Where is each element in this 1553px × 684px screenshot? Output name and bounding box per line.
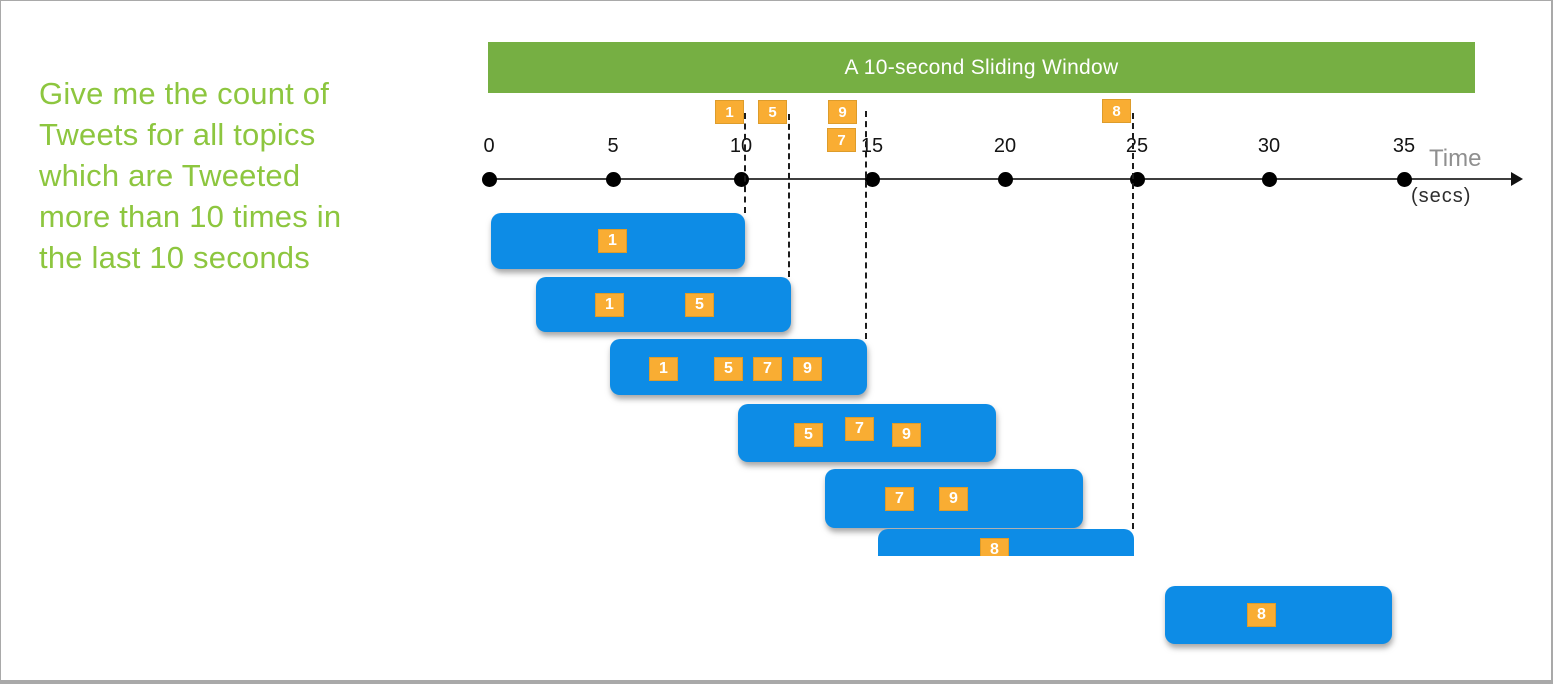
sliding-window-7: 8 xyxy=(1165,586,1392,644)
timeline-tick-label: 30 xyxy=(1257,135,1281,157)
sliding-window-banner: A 10-second Sliding Window xyxy=(488,42,1475,93)
timeline-tick-label: 35 xyxy=(1392,135,1416,157)
timeline-tick-label: 0 xyxy=(483,135,495,157)
event-dashed-line xyxy=(788,114,790,277)
window-event-9: 9 xyxy=(939,486,968,511)
window-event-8: 8 xyxy=(1247,603,1276,627)
timeline-dot xyxy=(865,172,880,187)
window-event-7: 7 xyxy=(845,417,874,441)
window-event-7: 7 xyxy=(885,486,914,511)
event-marker-1: 1 xyxy=(715,100,744,124)
secs-axis-label: (secs) xyxy=(1411,185,1472,207)
window-event-1: 1 xyxy=(598,229,627,253)
query-text: Give me the count of Tweets for all topi… xyxy=(39,76,342,275)
window-event-5: 5 xyxy=(714,357,743,381)
timeline-dot xyxy=(998,172,1013,187)
timeline-tick-label: 10 xyxy=(729,135,753,157)
event-dashed-line xyxy=(744,113,746,213)
timeline-dot xyxy=(1397,172,1412,187)
timeline-dot xyxy=(734,172,749,187)
time-axis-label: Time xyxy=(1429,145,1482,172)
timeline-tick-label: 25 xyxy=(1125,135,1149,157)
window-event-5: 5 xyxy=(685,292,714,317)
event-marker-8: 8 xyxy=(1102,99,1131,123)
event-marker-9: 9 xyxy=(828,100,857,124)
event-dashed-line xyxy=(865,111,867,339)
timeline-dot xyxy=(1262,172,1277,187)
event-dashed-line xyxy=(1132,113,1134,529)
timeline-dot xyxy=(606,172,621,187)
sliding-window-1: 1 xyxy=(491,213,745,269)
timeline-tick-label: 5 xyxy=(607,135,619,157)
timeline-dot xyxy=(482,172,497,187)
window-event-7: 7 xyxy=(753,357,782,381)
window-event-5: 5 xyxy=(794,423,823,447)
window-event-1: 1 xyxy=(595,292,624,317)
window-event-1: 1 xyxy=(649,357,678,381)
timeline-arrow-icon xyxy=(1511,172,1523,186)
event-marker-7: 7 xyxy=(827,128,856,152)
sliding-window-6: 8 xyxy=(878,529,1134,556)
window-event-9: 9 xyxy=(892,423,921,447)
window-event-8: 8 xyxy=(980,538,1009,556)
timeline-tick-label: 20 xyxy=(993,135,1017,157)
window-event-9: 9 xyxy=(793,357,822,381)
sliding-window-banner-label: A 10-second Sliding Window xyxy=(844,55,1119,79)
event-marker-5: 5 xyxy=(758,100,787,124)
